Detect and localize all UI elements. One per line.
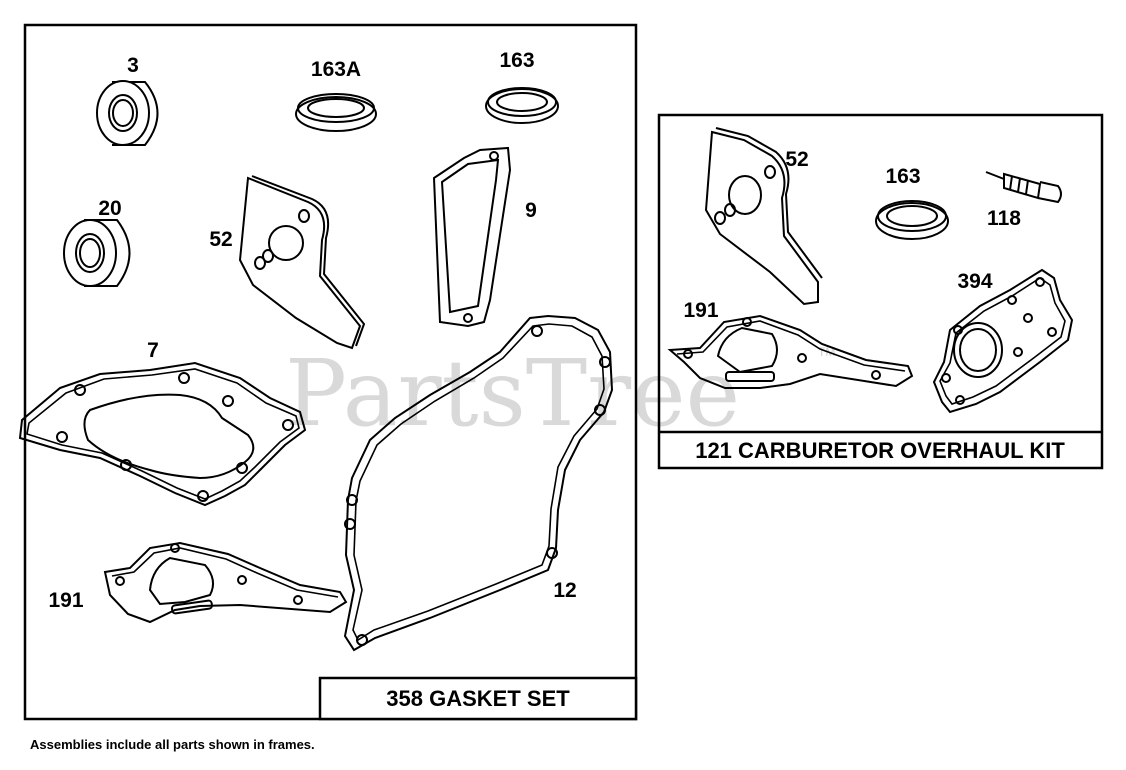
part-52-gasket[interactable] <box>238 175 366 350</box>
carb-kit-frame: 121 CARBURETOR OVERHAUL KIT <box>657 113 1104 470</box>
label-12: 12 <box>553 579 576 602</box>
part-9-breather-gasket[interactable] <box>432 146 512 328</box>
gasket-set-title: 358 GASKET SET <box>386 686 570 711</box>
kit-part-163-ring[interactable] <box>875 200 949 240</box>
kit-part-394-diaphragm-gasket[interactable] <box>932 268 1074 414</box>
label-52: 52 <box>209 228 232 251</box>
part-163-ring[interactable] <box>485 87 559 124</box>
assemblies-footnote: Assemblies include all parts shown in fr… <box>30 737 315 752</box>
carb-kit-border <box>657 113 1104 470</box>
label-163: 163 <box>499 49 534 72</box>
label-163a: 163A <box>311 58 361 81</box>
carb-kit-title: 121 CARBURETOR OVERHAUL KIT <box>695 438 1065 463</box>
kit-part-191-adapter-gasket[interactable] <box>667 314 914 389</box>
kit-label-394: 394 <box>957 270 992 293</box>
kit-label-118: 118 <box>987 207 1021 230</box>
label-191: 191 <box>48 589 83 612</box>
watermark-text: PartsTree <box>285 340 740 447</box>
label-9: 9 <box>525 199 537 222</box>
kit-label-52: 52 <box>785 148 808 171</box>
part-7-head-gasket[interactable] <box>18 361 307 507</box>
kit-label-163: 163 <box>885 165 920 188</box>
gasket-set-frame: 358 GASKET SET <box>23 23 638 721</box>
kit-label-191: 191 <box>683 299 718 322</box>
label-20: 20 <box>98 197 121 220</box>
part-3-oil-seal[interactable] <box>96 80 159 146</box>
label-3: 3 <box>127 54 139 77</box>
part-20-oil-seal[interactable] <box>63 219 131 287</box>
part-12-crankcase-gasket[interactable] <box>343 314 614 652</box>
kit-part-52-gasket[interactable] <box>704 127 823 306</box>
part-163a-ring[interactable] <box>295 93 377 132</box>
gasket-set-title-box <box>318 676 638 721</box>
kit-part-118-screw[interactable] <box>985 171 1062 204</box>
watermark: PartsTree TM <box>285 340 835 447</box>
label-7: 7 <box>147 339 159 362</box>
part-191-adapter-gasket[interactable] <box>103 541 348 624</box>
